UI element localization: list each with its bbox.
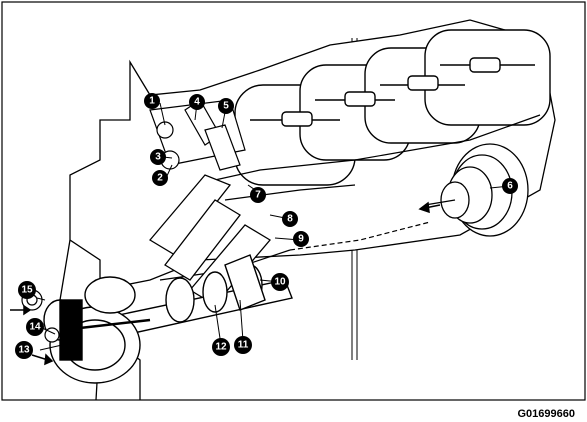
- svg-text:3: 3: [155, 152, 161, 163]
- callout-14: 14: [26, 318, 44, 336]
- callout-11: 11: [234, 336, 252, 354]
- callout-15: 15: [18, 281, 36, 299]
- callout-12: 12: [212, 338, 230, 356]
- svg-text:13: 13: [18, 345, 30, 356]
- damper-pulley: [424, 143, 529, 237]
- callout-9: 9: [293, 231, 309, 247]
- svg-text:15: 15: [21, 285, 33, 296]
- svg-text:1: 1: [149, 96, 155, 107]
- callout-7: 7: [250, 187, 266, 203]
- callout-8: 8: [282, 211, 298, 227]
- svg-text:6: 6: [507, 181, 513, 192]
- svg-text:12: 12: [215, 342, 227, 353]
- svg-text:9: 9: [298, 234, 304, 245]
- callout-5: 5: [218, 98, 234, 114]
- callout-13: 13: [15, 341, 33, 359]
- callout-10: 10: [271, 273, 289, 291]
- svg-text:2: 2: [157, 173, 163, 184]
- crankshaft: [94, 254, 293, 341]
- front-gears: [43, 276, 151, 384]
- arrows: [10, 201, 441, 366]
- svg-text:4: 4: [194, 97, 200, 108]
- callout-6: 6: [502, 178, 518, 194]
- diagram-border: [1, 1, 586, 401]
- camshaft-assembly: [149, 99, 246, 171]
- svg-text:10: 10: [274, 277, 286, 288]
- cylinder-heads: [234, 29, 551, 186]
- svg-text:14: 14: [29, 322, 41, 333]
- figure-code-label: G01699660: [517, 408, 576, 420]
- svg-text:8: 8: [287, 214, 293, 225]
- svg-text:5: 5: [223, 101, 229, 112]
- callout-2: 2: [152, 170, 168, 186]
- svg-text:11: 11: [238, 340, 249, 351]
- svg-text:7: 7: [255, 190, 261, 201]
- callout-4: 4: [189, 94, 205, 110]
- callout-3: 3: [150, 149, 166, 165]
- callout-1: 1: [144, 93, 160, 109]
